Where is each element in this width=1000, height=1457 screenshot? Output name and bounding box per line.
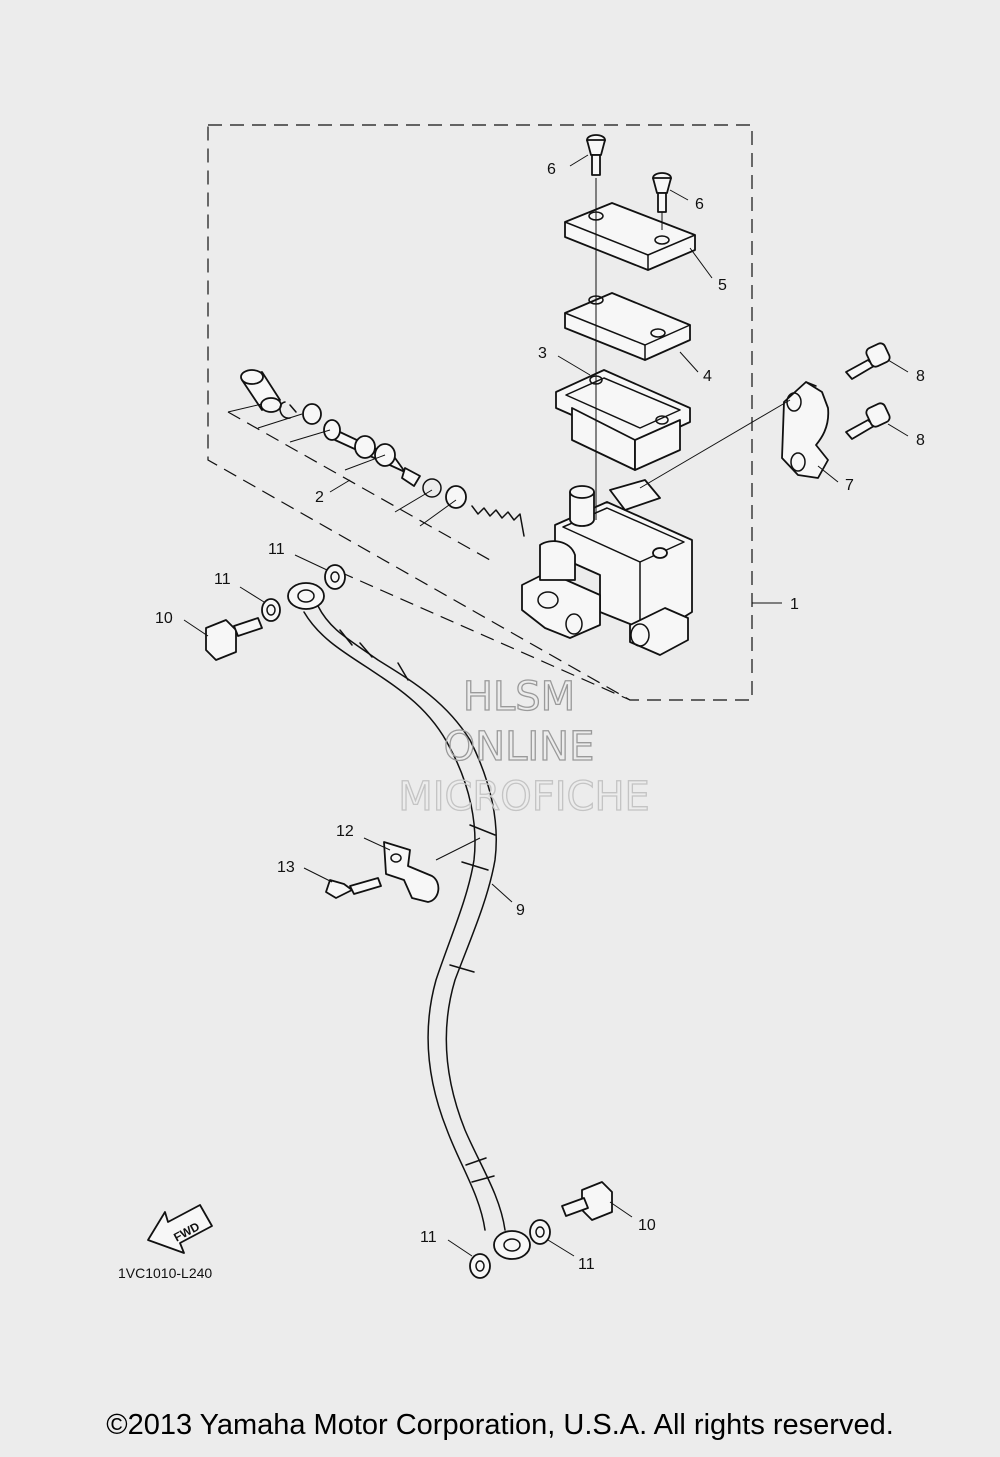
callout-11: 11: [578, 1256, 595, 1273]
handlebar-holder: [781, 381, 830, 479]
brake-hose: [287, 582, 531, 1260]
callout-10: 10: [638, 1217, 656, 1234]
holder-bolt: [845, 342, 891, 380]
copper-washer: [529, 1219, 551, 1245]
callout-13: 13: [277, 859, 295, 876]
callout-1: 1: [790, 596, 799, 613]
holder-bolt: [845, 402, 891, 440]
leader-lines: [183, 154, 909, 1257]
callout-9: 9: [516, 902, 525, 919]
bracket-bolt: [325, 877, 382, 899]
diaphragm: [555, 369, 691, 471]
callout-5: 5: [718, 277, 727, 294]
alignment-line: [339, 571, 631, 701]
callout-11: 11: [420, 1229, 437, 1246]
callout-11: 11: [268, 541, 285, 558]
copper-washer: [324, 564, 346, 590]
forward-arrow-icon: FWD: [147, 1204, 213, 1254]
callout-12: 12: [336, 823, 354, 840]
assembly-axis: [639, 399, 791, 489]
exploded-parts-diagram: 6 6 5 4 3 8 8 7 1 2 11 11 10 12 13 9 10 …: [118, 124, 925, 1281]
cap-screw: [652, 172, 672, 213]
assembly-boundary: [207, 124, 753, 701]
diaphragm-plate: [564, 292, 691, 361]
union-bolt: [561, 1181, 613, 1221]
master-cylinder-kit: [240, 369, 525, 537]
copper-washer: [469, 1253, 491, 1279]
reservoir-cap: [564, 202, 696, 271]
hose-guide-bracket: [383, 841, 440, 903]
alignment-line: [227, 411, 491, 561]
callout-7: 7: [845, 477, 854, 494]
copper-washer: [261, 598, 281, 622]
callout-6: 6: [547, 161, 556, 178]
watermark-line-2: ONLINE: [444, 724, 595, 770]
callout-6: 6: [695, 196, 704, 213]
callout-4: 4: [703, 368, 712, 385]
watermark-line-1: HLSM: [463, 674, 575, 720]
callout-11: 11: [214, 571, 231, 588]
master-cylinder-body: [521, 479, 693, 656]
union-bolt: [205, 617, 263, 661]
copyright-notice: ©2013 Yamaha Motor Corporation, U.S.A. A…: [106, 1409, 894, 1441]
callout-8: 8: [916, 432, 925, 449]
callout-2: 2: [315, 489, 324, 506]
callout-8: 8: [916, 368, 925, 385]
drawing-code: 1VC1010-L240: [118, 1265, 212, 1281]
callout-10: 10: [155, 610, 173, 627]
watermark-line-3: MICROFICHE: [398, 774, 650, 820]
callout-3: 3: [538, 345, 547, 362]
cap-screw: [586, 134, 606, 176]
